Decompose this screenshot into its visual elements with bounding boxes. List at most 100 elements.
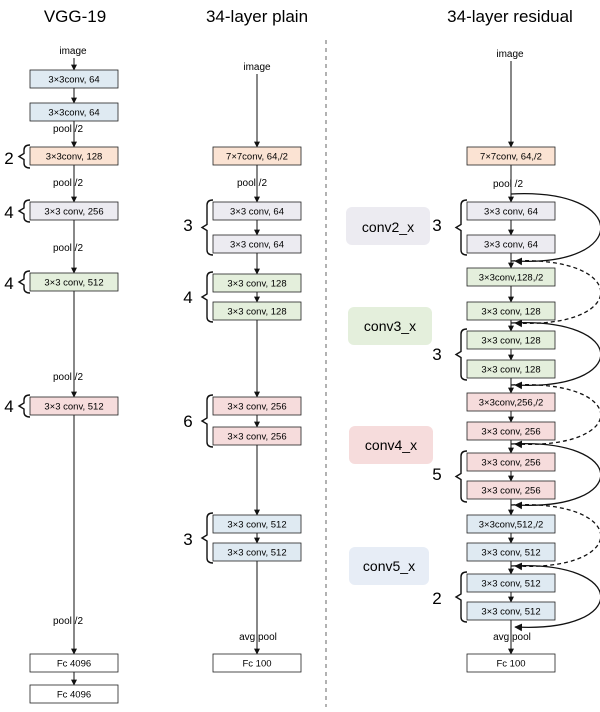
repeat-brace	[200, 512, 214, 564]
vgg-layer-label: 3×3 conv, 512	[44, 278, 103, 289]
repeat-brace	[17, 144, 31, 169]
residual-layer-box	[466, 392, 556, 412]
residual-layer-label: 3×3 conv, 256	[481, 458, 540, 469]
residual-avgpool-label: avg pool	[493, 632, 531, 643]
vgg-layer-label: 3×3 conv, 256	[44, 207, 103, 218]
stage-label-box	[349, 426, 433, 464]
plain-layer-label: 3×3 conv, 256	[227, 432, 286, 443]
plain-layer-label: 7×7conv, 64,/2	[226, 152, 288, 163]
plain-layer-box	[212, 542, 302, 562]
residual-layer-box	[466, 514, 556, 534]
residual-layer-box	[466, 601, 556, 621]
vgg-pool-label-4: pool /2	[53, 372, 83, 383]
plain-layer-box	[212, 201, 302, 221]
plain-repeat-count: 6	[183, 412, 192, 431]
identity-shortcut	[510, 193, 600, 266]
residual-layer-label: 7×7conv, 64,/2	[480, 152, 542, 163]
residual-layer-label: 3×3 conv, 256	[481, 486, 540, 497]
vgg-layer-label: Fc 4096	[57, 690, 91, 701]
vgg-layer-box	[29, 684, 119, 704]
vgg-layer-box	[29, 69, 119, 89]
repeat-brace	[200, 394, 214, 448]
stage-label-conv3: conv3_x	[364, 318, 416, 334]
residual-layer-box	[466, 330, 556, 350]
repeat-brace	[200, 271, 214, 323]
plain-layer-label: 3×3 conv, 64	[230, 240, 284, 251]
skip-connections-layer	[510, 193, 600, 632]
vgg-layer-box	[29, 396, 119, 416]
vgg-repeat-count: 4	[4, 274, 13, 293]
plain-image-label: image	[243, 62, 271, 73]
plain-layer-label: Fc 100	[242, 659, 271, 670]
residual-pool-label: pool /2	[493, 179, 523, 190]
repeat-brace	[17, 394, 31, 418]
residual-layer-box	[466, 480, 556, 500]
plain-layer-label: 3×3 conv, 512	[227, 520, 286, 531]
residual-layer-label: 3×3conv,256,/2	[479, 398, 544, 409]
vgg-layer-label: 3×3conv, 128	[46, 152, 103, 163]
identity-shortcut	[510, 443, 600, 510]
stage-label-box	[348, 307, 432, 345]
residual-layer-label: 3×3 conv, 512	[481, 607, 540, 618]
repeat-brace	[17, 270, 31, 294]
residual-layer-label: 3×3 conv, 64	[484, 240, 538, 251]
vgg-pool-label-2: pool /2	[53, 178, 83, 189]
vgg-pool-label-1: pool /2	[53, 124, 83, 135]
residual-layer-label: 3×3 conv, 512	[481, 579, 540, 590]
residual-layer-box	[466, 421, 556, 441]
plain-layer-box	[212, 146, 302, 166]
plain-pool-label: pool /2	[237, 178, 267, 189]
vgg-repeat-count: 4	[4, 203, 13, 222]
residual-image-label: image	[496, 49, 524, 60]
projection-shortcut	[510, 504, 600, 571]
title-plain: 34-layer plain	[206, 7, 308, 26]
vgg-pool-label-5: pool /2	[53, 616, 83, 627]
plain-layer-box	[212, 653, 302, 673]
vgg-layer-box	[29, 201, 119, 221]
residual-layer-label: 3×3 conv, 128	[481, 307, 540, 318]
repeat-brace	[454, 571, 468, 623]
vgg-layer-label: 3×3conv, 64	[48, 75, 99, 86]
plain-layer-box	[212, 301, 302, 321]
vgg-layer-box	[29, 146, 119, 166]
residual-layer-box	[466, 201, 556, 221]
plain-layer-label: 3×3 conv, 64	[230, 207, 284, 218]
stage-label-conv4: conv4_x	[365, 437, 417, 453]
plain-repeat-count: 4	[183, 288, 192, 307]
residual-layer-box	[466, 573, 556, 593]
residual-layer-box	[466, 301, 556, 321]
vgg-image-label: image	[59, 46, 87, 57]
residual-layer-label: 3×3 conv, 128	[481, 336, 540, 347]
stage-label-conv5: conv5_x	[363, 558, 415, 574]
vgg-repeat-count: 4	[4, 397, 13, 416]
residual-layer-box	[466, 542, 556, 562]
residual-layer-label: 3×3 conv, 64	[484, 207, 538, 218]
plain-avgpool-label: avg pool	[239, 632, 277, 643]
stage-label-box	[349, 547, 429, 585]
plain-layer-label: 3×3 conv, 128	[227, 279, 286, 290]
vgg-pool-label-3: pool /2	[53, 243, 83, 254]
residual-repeat-count: 3	[432, 216, 441, 235]
residual-layer-label: 3×3 conv, 256	[481, 427, 540, 438]
stage-label-conv2: conv2_x	[362, 219, 414, 235]
residual-layer-box	[466, 146, 556, 166]
repeat-brace	[454, 199, 468, 256]
edges-layer	[71, 58, 514, 686]
plain-layer-box	[212, 234, 302, 254]
vgg-layer-box	[29, 653, 119, 673]
residual-layer-box	[466, 653, 556, 673]
plain-layer-box	[212, 396, 302, 416]
vgg-layer-box	[29, 102, 119, 122]
residual-layer-box	[466, 234, 556, 254]
title-residual: 34-layer residual	[447, 7, 573, 26]
residual-layer-box	[466, 267, 556, 287]
vgg-layer-box	[29, 272, 119, 292]
plain-repeat-count: 3	[183, 216, 192, 235]
projection-shortcut	[510, 260, 600, 328]
vgg-layer-label: Fc 4096	[57, 659, 91, 670]
residual-layer-box	[466, 452, 556, 472]
residual-repeat-count: 3	[432, 345, 441, 364]
residual-layer-label: 3×3 conv, 128	[481, 365, 540, 376]
